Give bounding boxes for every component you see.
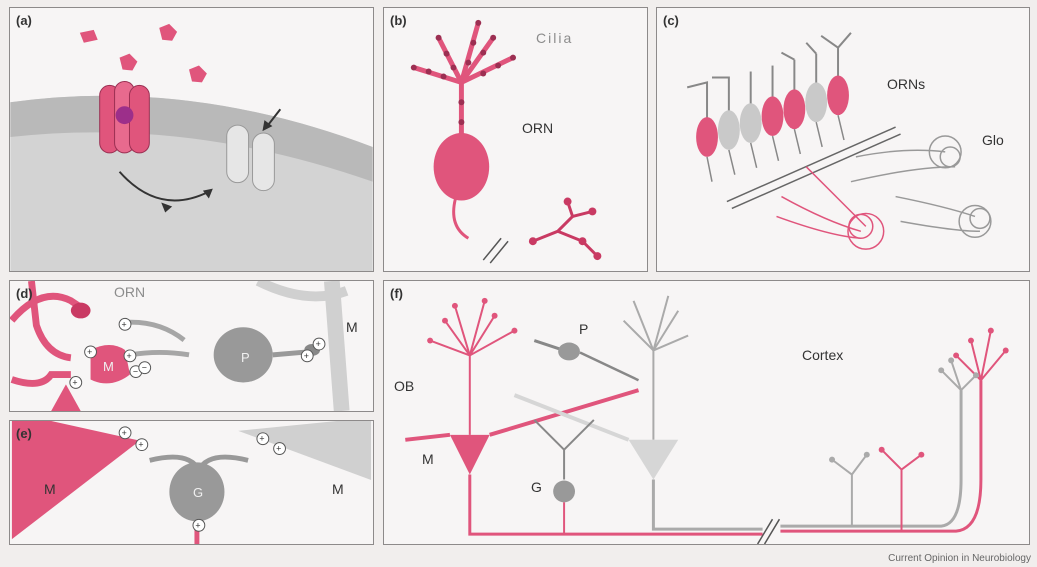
svg-text:+: + [87, 347, 92, 357]
panel-a: (a) [9, 7, 374, 272]
g-label: G [193, 485, 203, 500]
p-label: P [241, 350, 250, 365]
svg-text:+: + [138, 440, 143, 450]
mitral-dendrite-right [238, 421, 371, 480]
odorant-molecule [159, 24, 177, 41]
periglomerular-cell-p [558, 343, 580, 361]
panel-label: (d) [16, 286, 33, 301]
m-right-label: M [332, 481, 344, 497]
m-label: M [422, 451, 434, 467]
svg-text:+: + [126, 351, 131, 361]
panel-f: (f) OB M P G Cortex [383, 280, 1030, 545]
panel-label: (a) [16, 13, 32, 28]
svg-text:+: + [195, 520, 200, 530]
ob-cortex-circuit-diagram [384, 281, 1029, 544]
m-left-label: M [44, 481, 56, 497]
orns-label: ORNs [887, 76, 925, 92]
panel-label: (f) [390, 286, 403, 301]
granule-circuit-diagram: + + + + + [10, 421, 373, 544]
pink-glomerulus [777, 167, 884, 249]
m-label: M [346, 319, 358, 335]
svg-text:+: + [122, 319, 127, 329]
panel-label: (b) [390, 13, 407, 28]
p-label: P [579, 321, 588, 337]
receptor-protein [100, 81, 150, 152]
svg-text:+: + [276, 444, 281, 454]
odorant-molecule [189, 66, 207, 83]
orn-neuron-diagram [384, 8, 647, 271]
panel-b: (b) Cilia ORN [383, 7, 648, 272]
svg-text:−: − [133, 367, 138, 377]
m-inner-label: M [103, 359, 114, 374]
orn-convergence-diagram [657, 8, 1029, 271]
cilia-label: Cilia [536, 30, 573, 46]
membrane-receptor-diagram [10, 8, 373, 271]
tufted-cell [629, 440, 679, 480]
svg-text:+: + [304, 351, 309, 361]
panel-label: (c) [663, 13, 679, 28]
journal-credit: Current Opinion in Neurobiology [888, 553, 1031, 564]
orn-array [687, 33, 851, 182]
cell-body [434, 133, 490, 200]
svg-text:+: + [316, 339, 321, 349]
panel-d: + + + − + − + + (d) ORN M M P [9, 280, 374, 412]
cortex-label: Cortex [802, 347, 843, 363]
panel-c: (c) ORNs Glo [656, 7, 1030, 272]
svg-text:−: − [142, 363, 147, 373]
panel-label: (e) [16, 426, 32, 441]
granule-cell-g [553, 480, 575, 502]
panel-e: + + + + + (e) M M G [9, 420, 374, 545]
svg-text:+: + [72, 377, 77, 387]
svg-text:+: + [122, 428, 127, 438]
ob-label: OB [394, 378, 414, 394]
axon-terminal [533, 202, 598, 257]
orn-label: ORN [522, 120, 553, 136]
odorant-molecule [80, 30, 98, 43]
glo-label: Glo [982, 132, 1004, 148]
orn-label: ORN [114, 284, 145, 300]
svg-text:+: + [259, 434, 264, 444]
odorant-molecule [120, 54, 138, 71]
tufted-tuft [624, 296, 689, 440]
g-label: G [531, 479, 542, 495]
mitral-cell-m [450, 435, 490, 475]
cortex-axon [780, 380, 980, 531]
glomerulus-circuit-diagram: + + + − + − + + [10, 281, 373, 411]
